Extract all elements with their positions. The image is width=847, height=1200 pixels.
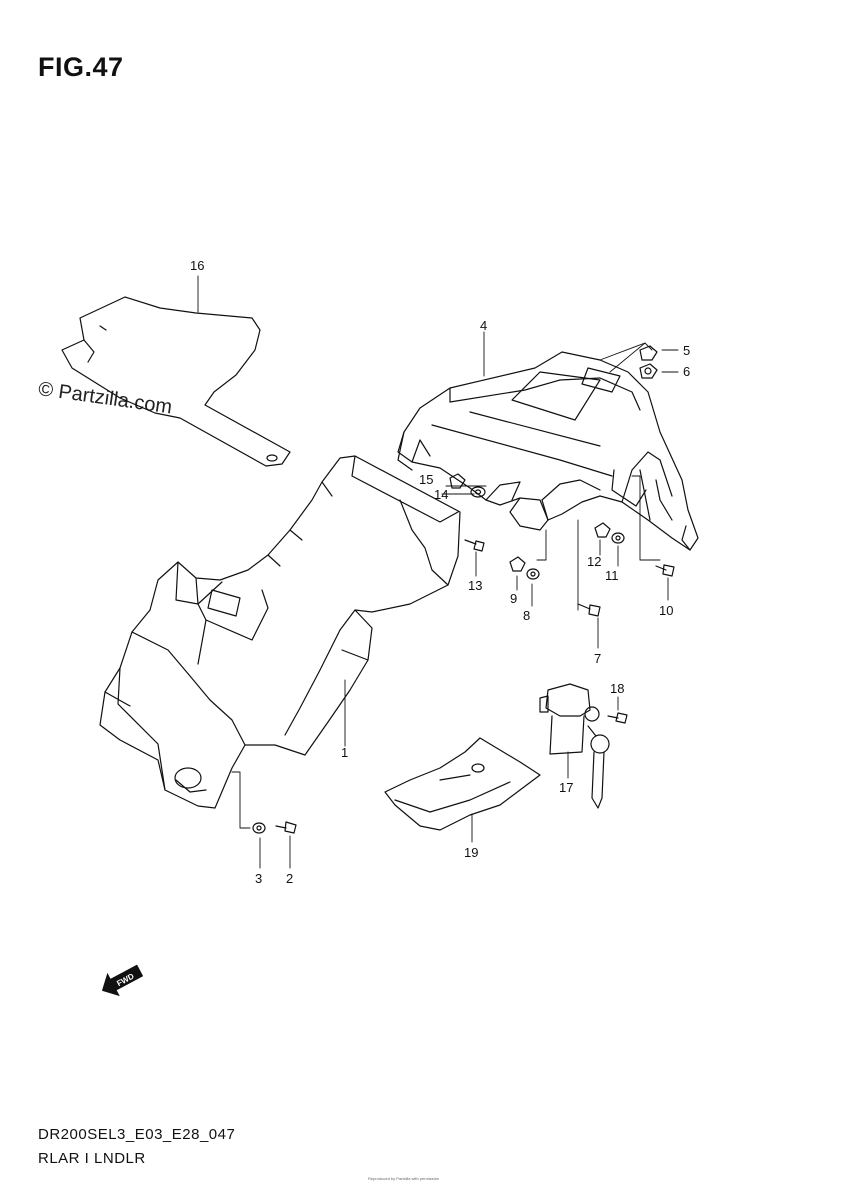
part-4-upper-fender — [397, 351, 699, 551]
part-3-washer — [252, 822, 266, 834]
part-2-bolt — [275, 821, 297, 834]
callout-13: 13 — [468, 578, 482, 593]
part-9-nut — [509, 556, 526, 572]
part-14-washer — [470, 486, 486, 498]
callout-2: 2 — [286, 871, 293, 886]
callout-6: 6 — [683, 364, 690, 379]
callout-15: 15 — [419, 472, 433, 487]
part-7-bolt — [577, 603, 601, 617]
callout-5: 5 — [683, 343, 690, 358]
part-13-bolt — [464, 539, 485, 552]
callout-11: 11 — [605, 568, 619, 583]
forward-arrow-icon: FWD — [101, 964, 144, 997]
callout-labels: 1 2 3 4 5 6 7 8 9 10 11 12 13 14 15 16 1… — [190, 258, 690, 886]
callout-9: 9 — [510, 591, 517, 606]
part-16-flap — [61, 296, 291, 467]
callout-12: 12 — [587, 554, 601, 569]
callout-7: 7 — [594, 651, 601, 666]
diagram-code: DR200SEL3_E03_E28_047 — [38, 1126, 236, 1143]
leader-lines — [197, 275, 679, 869]
part-19-cover — [384, 737, 541, 831]
part-17-seat-lock — [539, 683, 610, 809]
callout-1: 1 — [341, 745, 348, 760]
part-8-washer — [526, 568, 540, 580]
copyright-notice: Reproduced by Partzilla with permission — [368, 1176, 440, 1181]
part-11-washer — [611, 532, 625, 544]
part-1-rear-fender — [99, 455, 461, 809]
callout-19: 19 — [464, 845, 478, 860]
part-18-bolt — [607, 712, 628, 724]
figure-title: FIG.47 — [38, 52, 124, 82]
part-5-nut — [639, 345, 658, 361]
callout-18: 18 — [610, 681, 624, 696]
part-10-bolt — [655, 564, 675, 577]
diagram-name: RLAR I LNDLR — [38, 1150, 146, 1167]
callout-8: 8 — [523, 608, 530, 623]
callout-16: 16 — [190, 258, 204, 273]
callout-14: 14 — [434, 487, 448, 502]
callout-3: 3 — [255, 871, 262, 886]
callout-17: 17 — [559, 780, 573, 795]
callout-10: 10 — [659, 603, 673, 618]
part-12-nut — [594, 522, 611, 538]
callout-4: 4 — [480, 318, 487, 333]
part-6-nut — [639, 363, 658, 379]
